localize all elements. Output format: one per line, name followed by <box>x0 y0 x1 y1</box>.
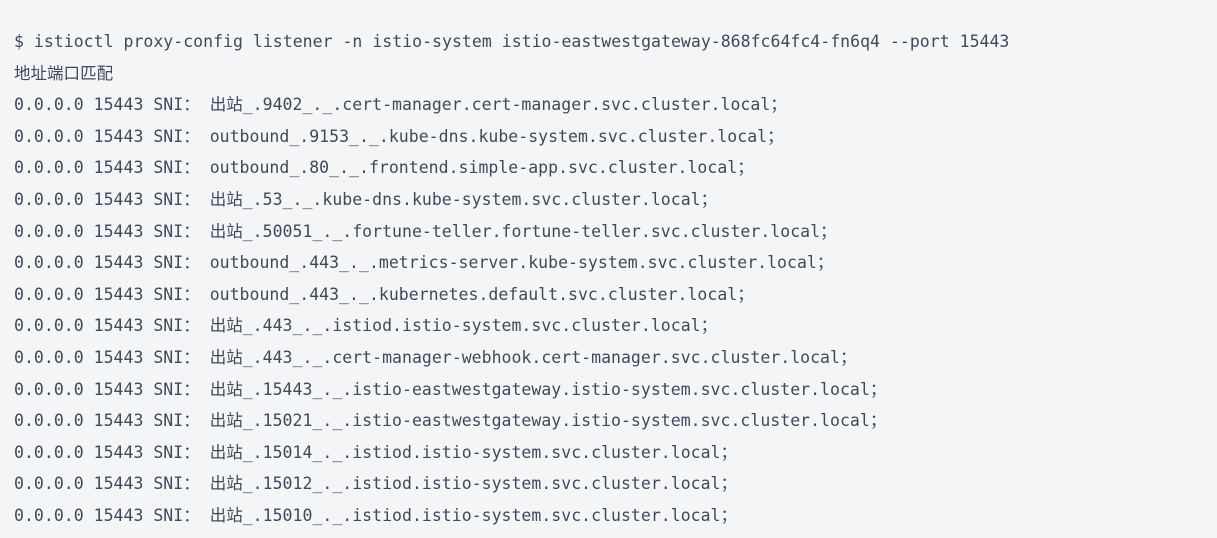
listener-row: 0.0.0.0 15443 SNI： 出站_.53_._.kube-dns.ku… <box>14 189 718 209</box>
listener-row: 0.0.0.0 15443 SNI： 出站_.443_._.cert-manag… <box>14 347 857 367</box>
listener-row: 0.0.0.0 15443 SNI： outbound_.9153_._.kub… <box>14 126 784 146</box>
listener-row: 0.0.0.0 15443 SNI： outbound_.80_._.front… <box>14 158 754 178</box>
command-line: $ istioctl proxy-config listener -n isti… <box>14 32 1010 51</box>
listener-row: 0.0.0.0 15443 SNI： 出站_.15443_._.istio-ea… <box>14 379 887 399</box>
listener-row: 0.0.0.0 15443 SNI： 出站_.15012_._.istiod.i… <box>14 474 738 494</box>
listener-row: 0.0.0.0 15443 SNI： outbound_.443_._.metr… <box>14 253 834 273</box>
listener-row: 0.0.0.0 15443 SNI： 出站_.50051_._.fortune-… <box>14 221 837 241</box>
listener-row: 0.0.0.0 15443 SNI： 出站_.15014_._.istiod.i… <box>14 442 738 462</box>
listener-row: 0.0.0.0 15443 SNI： 出站_.9402_._.cert-mana… <box>14 95 787 115</box>
column-header-row: 地址端口匹配 <box>14 63 114 83</box>
listener-row: 0.0.0.0 15443 SNI： outbound_.443_._.kube… <box>14 284 754 304</box>
listener-rows: 0.0.0.0 15443 SNI： 出站_.9402_._.cert-mana… <box>14 89 1217 531</box>
listener-row: 0.0.0.0 15443 SNI： 出站_.15010_._.istiod.i… <box>14 505 738 525</box>
listener-row: 0.0.0.0 15443 SNI： 出站_.443_._.istiod.ist… <box>14 316 718 336</box>
listener-row: 0.0.0.0 15443 SNI： 出站_.15021_._.istio-ea… <box>14 411 887 431</box>
